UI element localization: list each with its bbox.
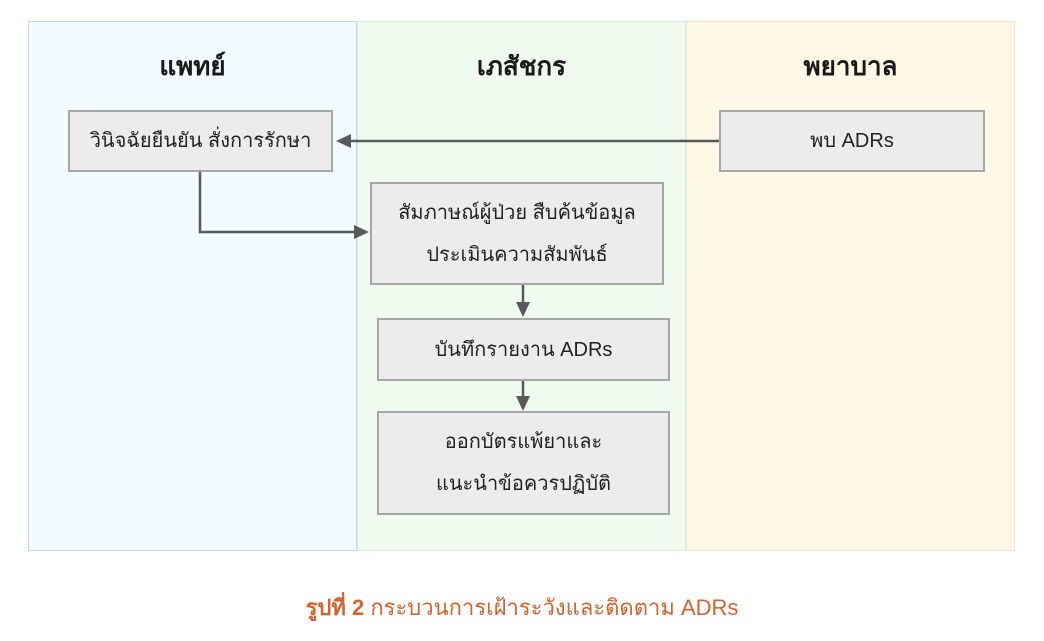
node-label: พบ ADRs — [810, 130, 894, 152]
node-label-line-2: ประเมินความสัมพันธ์ — [426, 243, 608, 266]
figure-caption: รูปที่ 2 กระบวนการเฝ้าระวังและติดตาม ADR… — [0, 590, 1044, 625]
lane-header-doctor: แพทย์ — [159, 51, 226, 81]
figure-caption-number: รูปที่ 2 — [305, 595, 365, 620]
node-label-line-1: สัมภาษณ์ผู้ป่วย สืบค้นข้อมูล — [398, 201, 636, 224]
node-confirm-diagnosis: วินิจฉัยยืนยัน สั่งการรักษา — [68, 110, 333, 172]
lane-header-pharmacist: เภสัชกร — [476, 51, 567, 81]
node-interview-patient: สัมภาษณ์ผู้ป่วย สืบค้นข้อมูล ประเมินความ… — [370, 182, 664, 285]
swimlane-doctor: แพทย์ — [28, 21, 357, 551]
node-label: บันทึกรายงาน ADRs — [434, 338, 613, 361]
node-label-line-1: ออกบัตรแพ้ยาและ — [444, 431, 603, 453]
node-label-line-2: แนะนำข้อควรปฏิบัติ — [435, 473, 612, 495]
lane-header-nurse: พยาบาล — [803, 51, 898, 81]
node-label: วินิจฉัยยืนยัน สั่งการรักษา — [89, 130, 312, 152]
swimlane-nurse: พยาบาล — [686, 21, 1015, 551]
node-issue-allergy-card: ออกบัตรแพ้ยาและ แนะนำข้อควรปฏิบัติ — [377, 411, 670, 515]
node-found-adrs: พบ ADRs — [719, 110, 985, 172]
figure-caption-text: กระบวนการเฝ้าระวังและติดตาม ADRs — [364, 595, 739, 620]
node-record-adrs-report: บันทึกรายงาน ADRs — [377, 318, 670, 381]
